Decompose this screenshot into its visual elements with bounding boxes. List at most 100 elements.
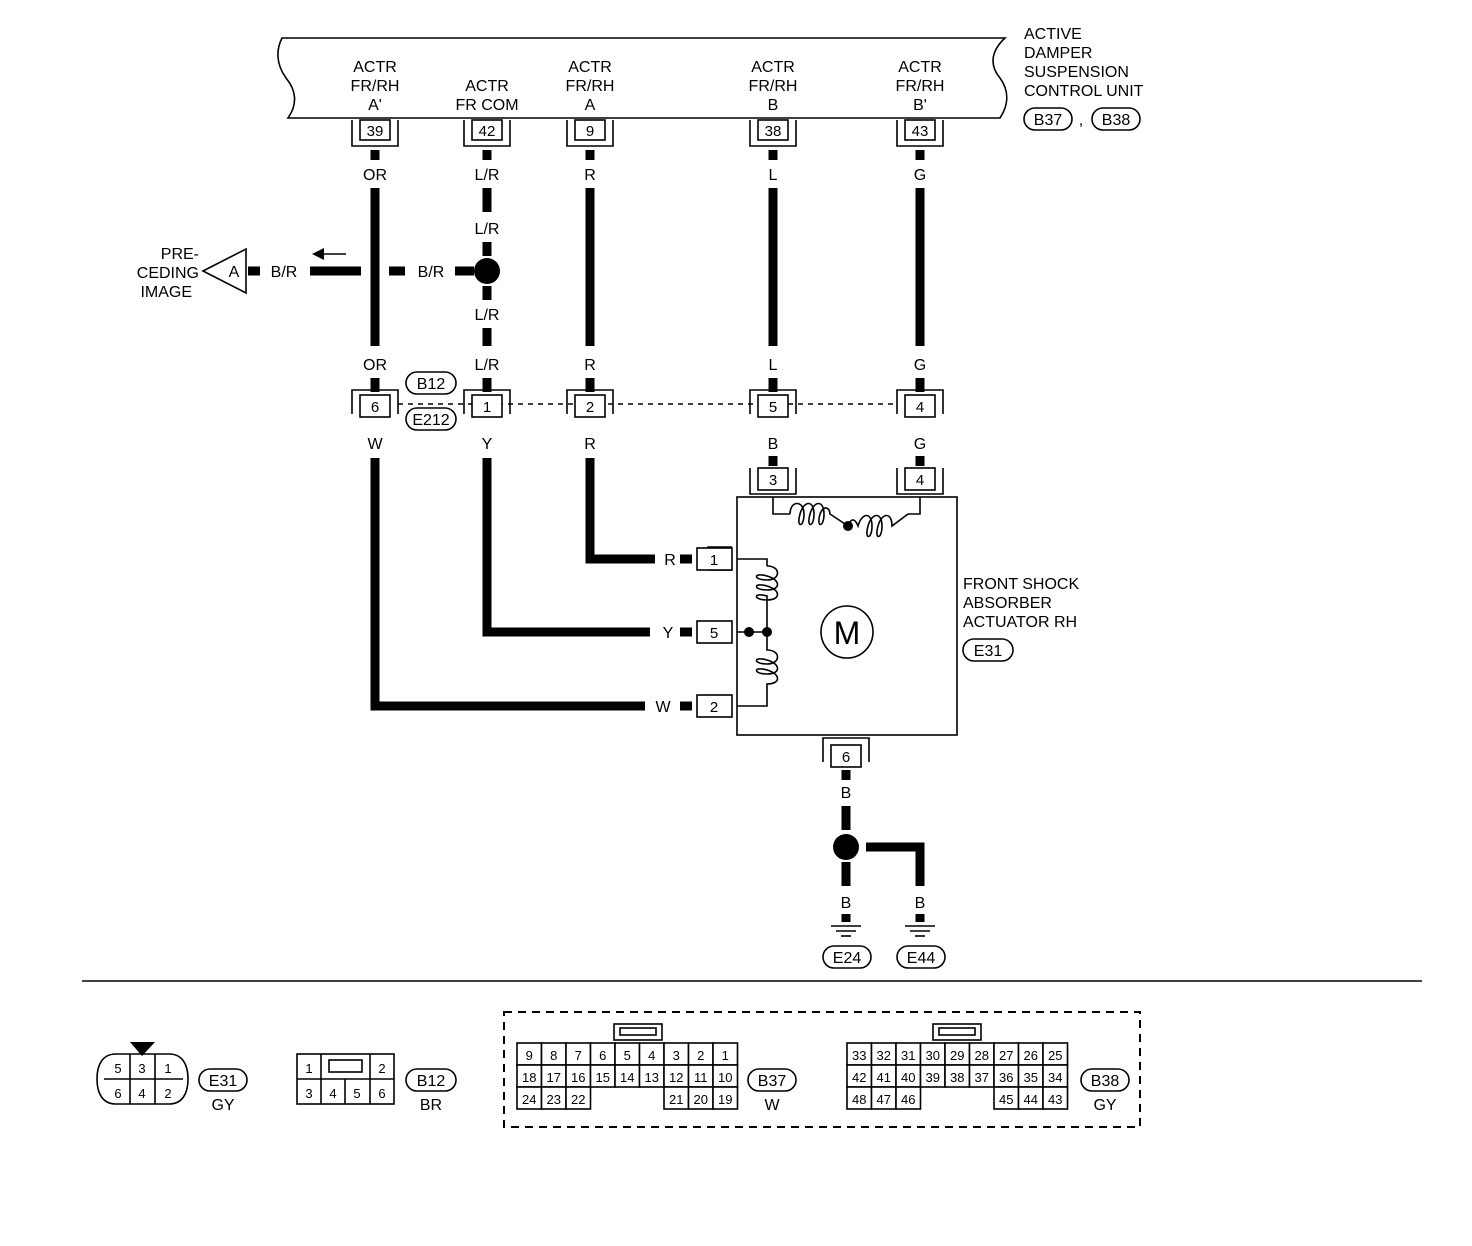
pin-9 (574, 119, 606, 141)
ground-circuit: B B B E24 E44 (822, 770, 946, 969)
actuator-tag-e31-label: E31 (974, 643, 1003, 660)
wire-w-label-end: W (655, 699, 671, 716)
b37-tag (747, 1068, 797, 1092)
actuator-pin-3 (757, 467, 789, 491)
actuator-pin-6 (830, 744, 862, 768)
b38-color: GY (1093, 1097, 1116, 1114)
b12-tag (405, 1068, 457, 1092)
wire-y-label: Y (482, 436, 493, 453)
ground-splice-dot (833, 834, 859, 860)
wire-l-label-joint: L (769, 357, 778, 374)
wire-g-label-joint: G (914, 357, 926, 374)
b37-pin-16: 16 (571, 1070, 585, 1085)
b37-pin-22: 22 (571, 1092, 585, 1107)
direction-arrow-icon (312, 248, 324, 260)
connector-view-e31: 5 3 1 6 4 2 E31 GY (96, 1042, 248, 1114)
e31-pin-3: 3 (138, 1061, 145, 1076)
reference-line-2: CEDING (137, 265, 199, 282)
control-unit-name-3: SUSPENSION (1024, 64, 1129, 81)
actuator-pin-5-label: 5 (710, 625, 718, 642)
joint-pin-1-bracket (463, 389, 511, 414)
connector-tag-b37-label: B37 (1034, 112, 1063, 129)
joint-pin-1 (471, 394, 503, 418)
pin-9-bracket (566, 120, 614, 147)
pin-9-label: 9 (586, 123, 594, 140)
b37-pin-1: 1 (722, 1048, 729, 1063)
wire-r-label-top: R (584, 167, 596, 184)
actuator-pin-4-label: 4 (916, 472, 924, 489)
b37-pin-6: 6 (599, 1048, 606, 1063)
b38-cavity-43 (1042, 1086, 1069, 1110)
reference-triangle-icon (201, 247, 247, 295)
wire-r2-label: R (584, 436, 596, 453)
reference-letter: A (229, 264, 240, 281)
ground-tag-e24-label: E24 (833, 950, 862, 967)
wire-lr-label-joint: L/R (475, 357, 500, 374)
actuator-pin-2-label: 2 (710, 699, 718, 716)
joint-pin-2-bracket (566, 389, 614, 414)
pin-42-label: 42 (479, 123, 496, 140)
b38-pin-30: 30 (926, 1048, 940, 1063)
wire-lr-label-top: L/R (475, 167, 500, 184)
motor-icon (820, 605, 874, 659)
b37-pin-20: 20 (694, 1092, 708, 1107)
ground-wire-branch (866, 842, 925, 886)
b37-latch-inner (619, 1027, 657, 1036)
b38-pin-31: 31 (901, 1048, 915, 1063)
b12-pin-2: 2 (378, 1061, 385, 1076)
terminal-9-label-3: A (585, 97, 596, 114)
ground-tag-e24 (822, 945, 872, 969)
b38-pin-43: 43 (1048, 1092, 1062, 1107)
wire-b-label: B (768, 436, 779, 453)
b38-pin-25: 25 (1048, 1048, 1062, 1063)
b38-pin-45: 45 (999, 1092, 1013, 1107)
ground-symbol-left-icon (831, 925, 861, 937)
b38-pin-29: 29 (950, 1048, 964, 1063)
wire-or-label-joint: OR (363, 357, 387, 374)
actuator-name-1: FRONT SHOCK (963, 576, 1079, 593)
splice-dot (474, 258, 500, 284)
b37-pin-5: 5 (624, 1048, 631, 1063)
b38-pin-38: 38 (950, 1070, 964, 1085)
e31-color: GY (211, 1097, 234, 1114)
wire-g2-label: G (914, 436, 926, 453)
b37-pin-15: 15 (596, 1070, 610, 1085)
side-coil-lead-top (737, 558, 768, 566)
b37-pin-23: 23 (547, 1092, 561, 1107)
b38-pin-33: 33 (852, 1048, 866, 1063)
joint-pin-1-label: 1 (483, 399, 491, 416)
b37-pin-17: 17 (547, 1070, 561, 1085)
top-coil-right (847, 513, 909, 538)
b12-pin-4: 4 (329, 1086, 336, 1101)
b38-latch-inner (938, 1027, 976, 1036)
b38-pin-27: 27 (999, 1048, 1013, 1063)
joint-tag-e212-label: E212 (412, 412, 449, 429)
motor-symbol: M (834, 615, 861, 651)
lower-wires: W W Y Y R R B G (367, 436, 926, 716)
branch-wire-label-2: B/R (418, 264, 445, 281)
terminal-9-label-1: ACTR (568, 59, 612, 76)
actuator-pin-2 (696, 694, 733, 718)
b37-pin-18: 18 (522, 1070, 536, 1085)
b37-pin-24: 24 (522, 1092, 536, 1107)
b12-pin-3: 3 (305, 1086, 312, 1101)
joint-tag-e212 (405, 407, 457, 431)
e31-pin-2: 2 (164, 1086, 171, 1101)
wire-y (482, 458, 650, 637)
actuator: 3 4 1 5 2 M FRONT SHOCK ABSORBER ACTUATO… (696, 467, 1079, 768)
wire-r-label-joint: R (584, 357, 596, 374)
b37-pin-14: 14 (620, 1070, 634, 1085)
pin-38-label: 38 (765, 123, 782, 140)
b12-pin-1: 1 (305, 1061, 312, 1076)
side-coil-lower (737, 632, 779, 707)
b38-pin-46: 46 (901, 1092, 915, 1107)
b38-pin-48: 48 (852, 1092, 866, 1107)
b37-pin-10: 10 (718, 1070, 732, 1085)
joint-pin-2-label: 2 (586, 399, 594, 416)
branch-wire-label: B/R (271, 264, 298, 281)
connector-tag-sep: , (1079, 112, 1083, 129)
b37-pin-8: 8 (550, 1048, 557, 1063)
